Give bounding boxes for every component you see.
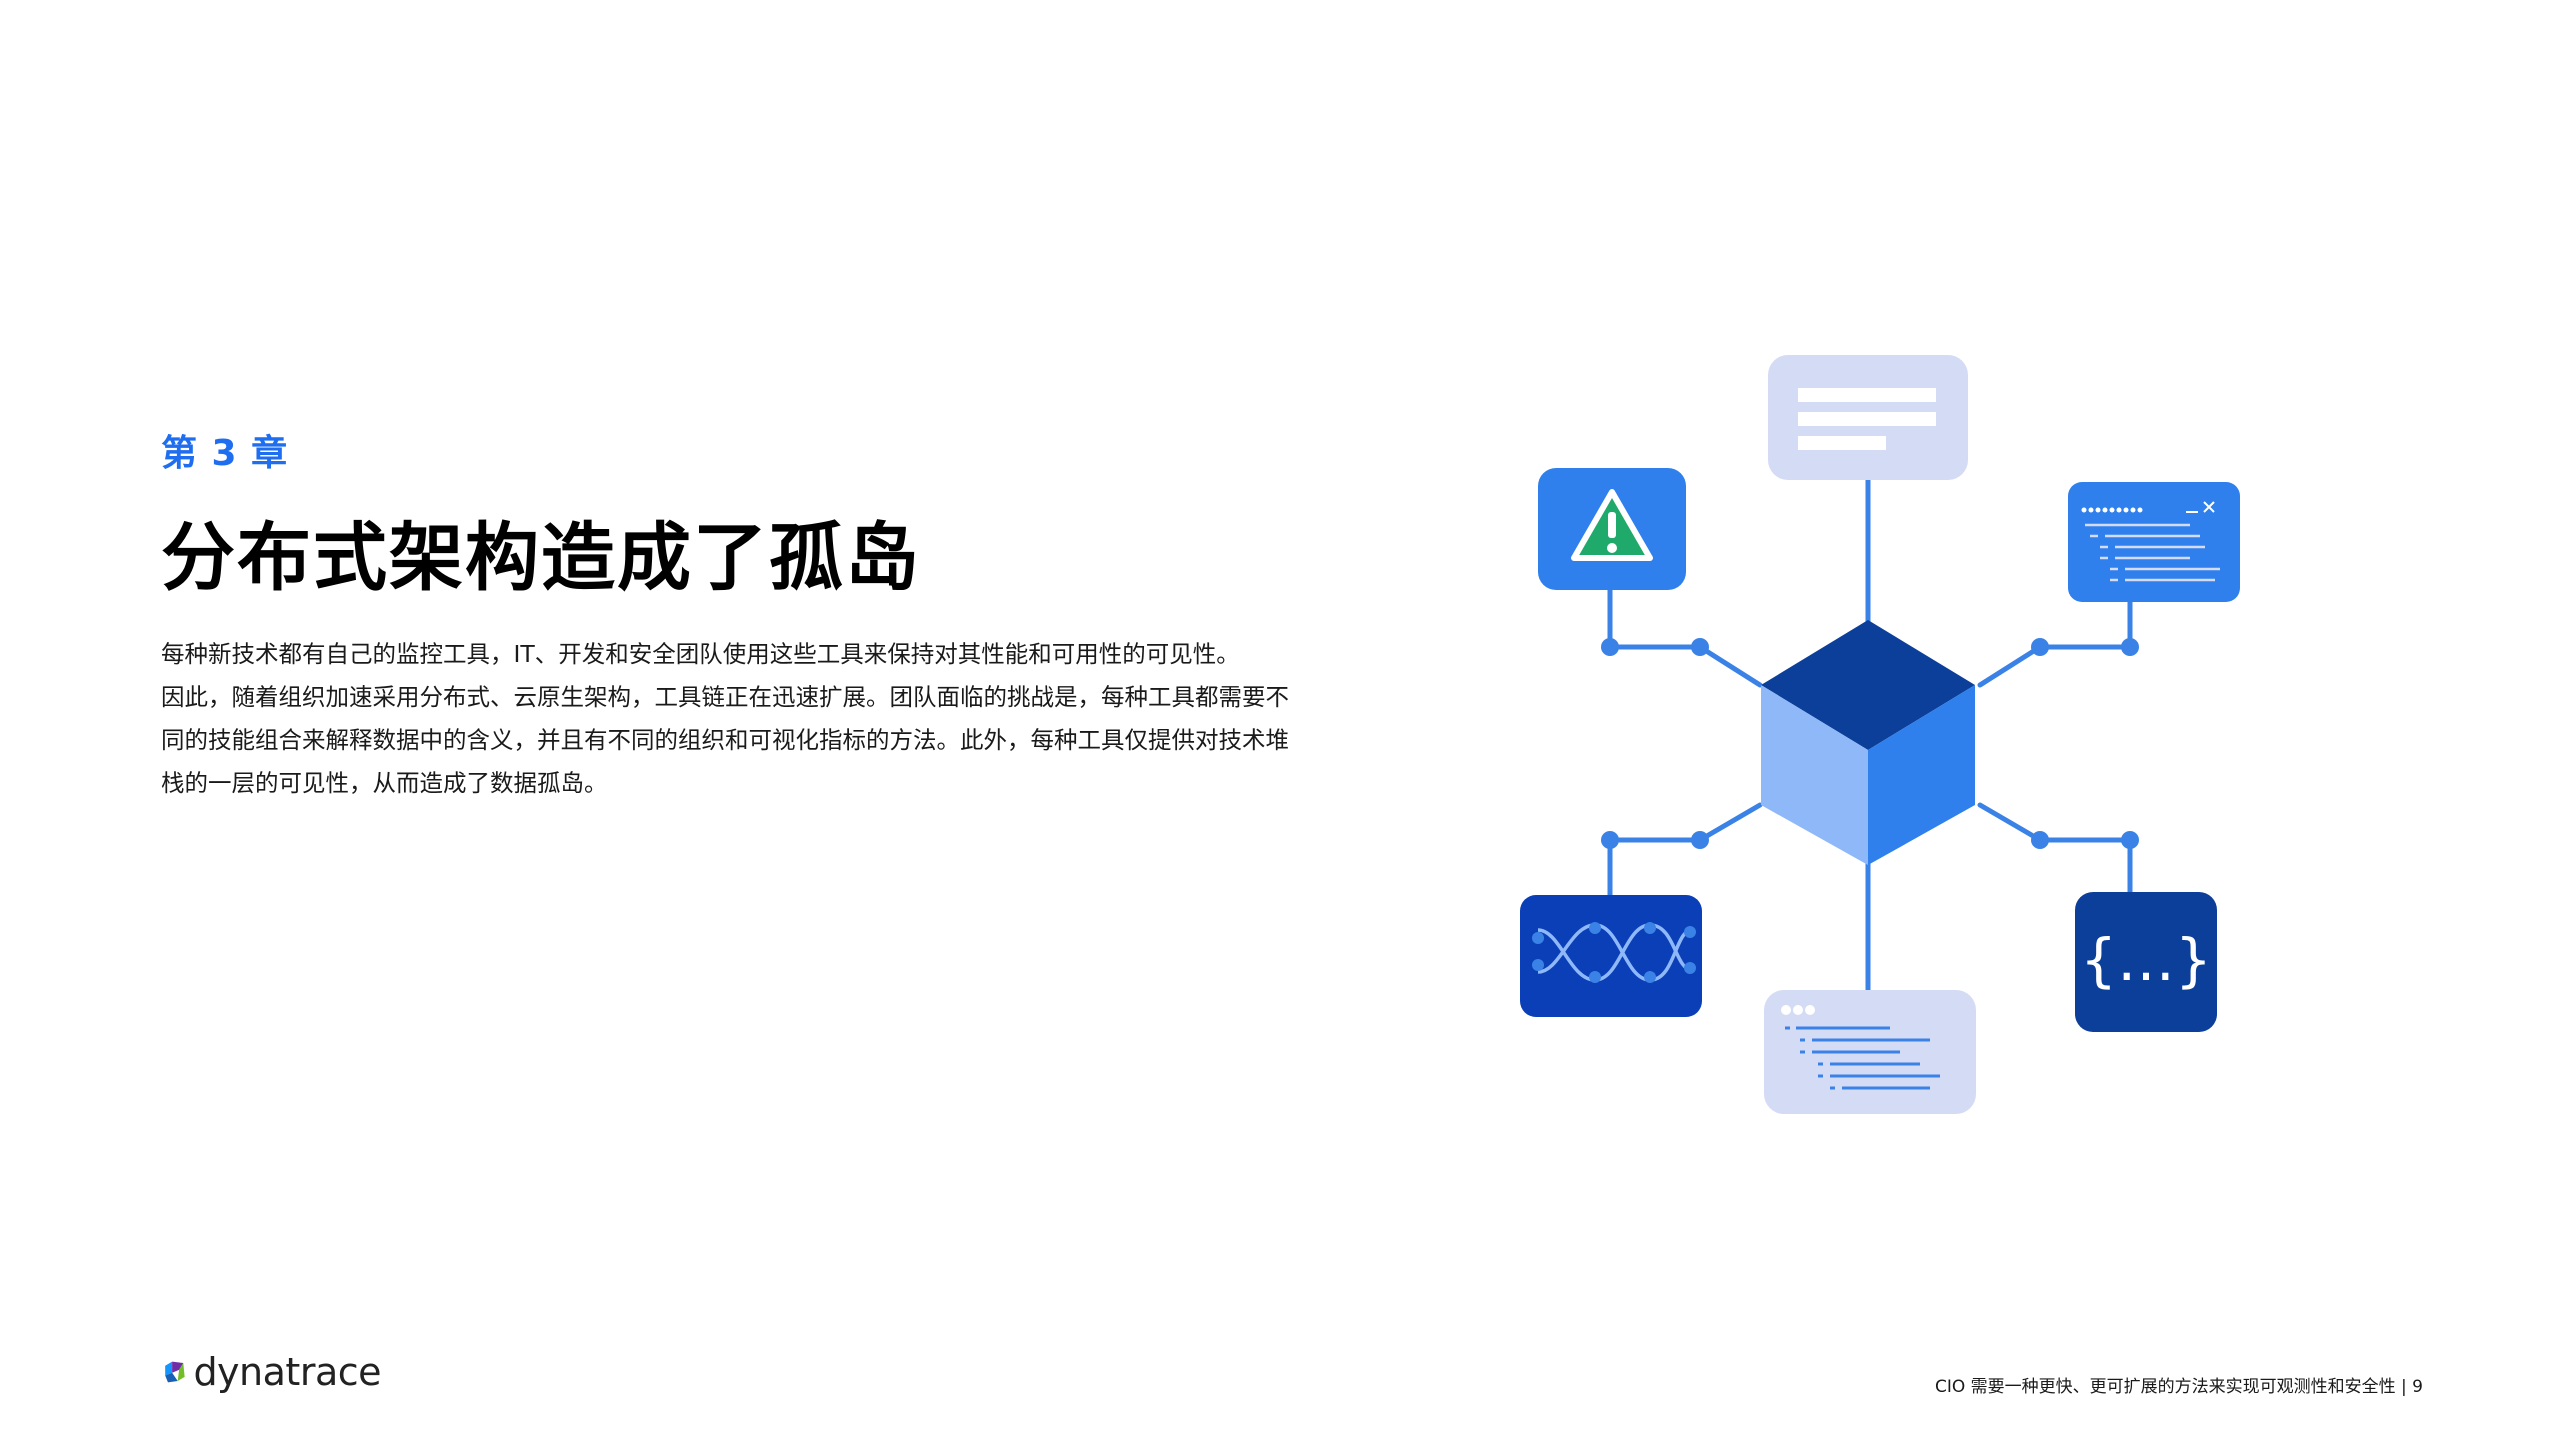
connector-dots	[1601, 638, 2139, 849]
code-window-icon	[2068, 482, 2240, 602]
logo-text: dynatrace	[193, 1350, 381, 1394]
chapter-label: 第 3 章	[161, 433, 289, 474]
body-line: 栈的一层的可见性，从而造成了数据孤岛。	[161, 769, 608, 797]
body-line: 因此，随着组织加速采用分布式、云原生架构，工具链正在迅速扩展。团队面临的挑战是，…	[161, 683, 1289, 711]
footer-text: CIO 需要一种更快、更可扩展的方法来实现可观测性和安全性 | 9	[1934, 1377, 2423, 1397]
body-line: 同的技能组合来解释数据中的含义，并且有不同的组织和可视化指标的方法。此外，每种工…	[161, 726, 1289, 754]
architecture-diagram: {…}	[1520, 355, 2240, 1114]
braces-symbol: {…}	[2080, 926, 2212, 994]
dynatrace-logo: dynatrace	[161, 1350, 381, 1394]
waveform-icon	[1520, 895, 1702, 1017]
braces-icon: {…}	[2075, 892, 2217, 1032]
dynatrace-logo-icon	[165, 1361, 185, 1383]
page-title: 分布式架构造成了孤岛	[161, 515, 921, 601]
code-editor-icon	[1764, 990, 1976, 1114]
body-line: 每种新技术都有自己的监控工具，IT、开发和安全团队使用这些工具来保持对其性能和可…	[161, 640, 1240, 668]
warning-icon	[1538, 468, 1686, 590]
body-text: 每种新技术都有自己的监控工具，IT、开发和安全团队使用这些工具来保持对其性能和可…	[161, 633, 1311, 805]
cube-icon	[1761, 620, 1975, 865]
connector-lines	[1607, 477, 2133, 993]
document-icon	[1768, 355, 1968, 480]
